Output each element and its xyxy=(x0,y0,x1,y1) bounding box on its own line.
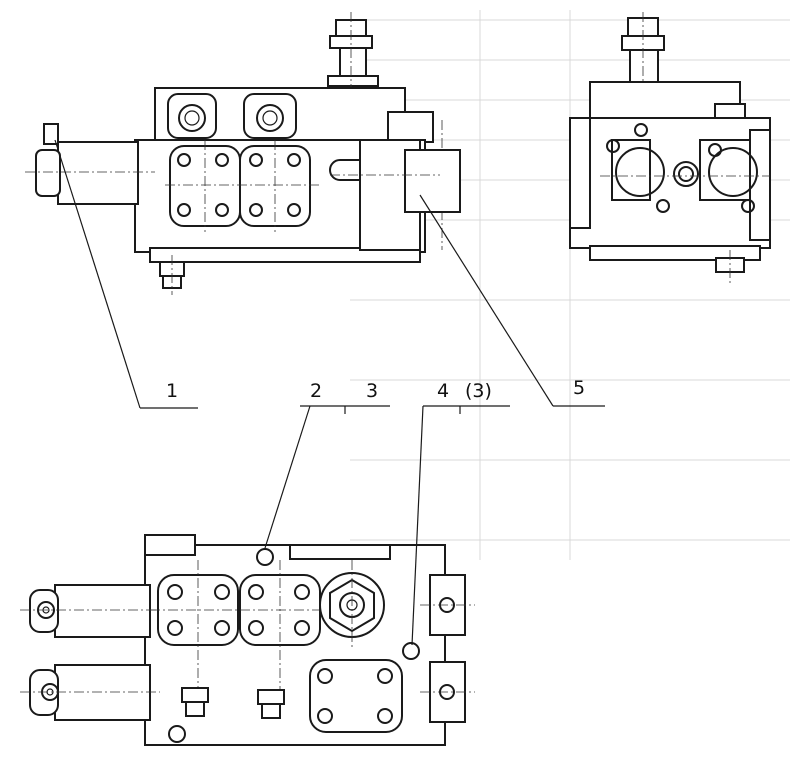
callout-1: 1 xyxy=(166,380,178,402)
callout-5: 5 xyxy=(573,377,585,399)
end-elevation-view xyxy=(569,12,771,285)
callout-leaders xyxy=(54,139,605,646)
callout-labels: 1 2 3 4 (3) 5 xyxy=(166,377,585,402)
callout-4: 4 xyxy=(437,380,449,402)
side-elevation-view xyxy=(25,12,461,295)
callout-2: 2 xyxy=(310,380,322,402)
callout-4-alt: (3) xyxy=(465,380,492,402)
callout-3: 3 xyxy=(366,380,378,402)
plan-view xyxy=(20,534,475,746)
